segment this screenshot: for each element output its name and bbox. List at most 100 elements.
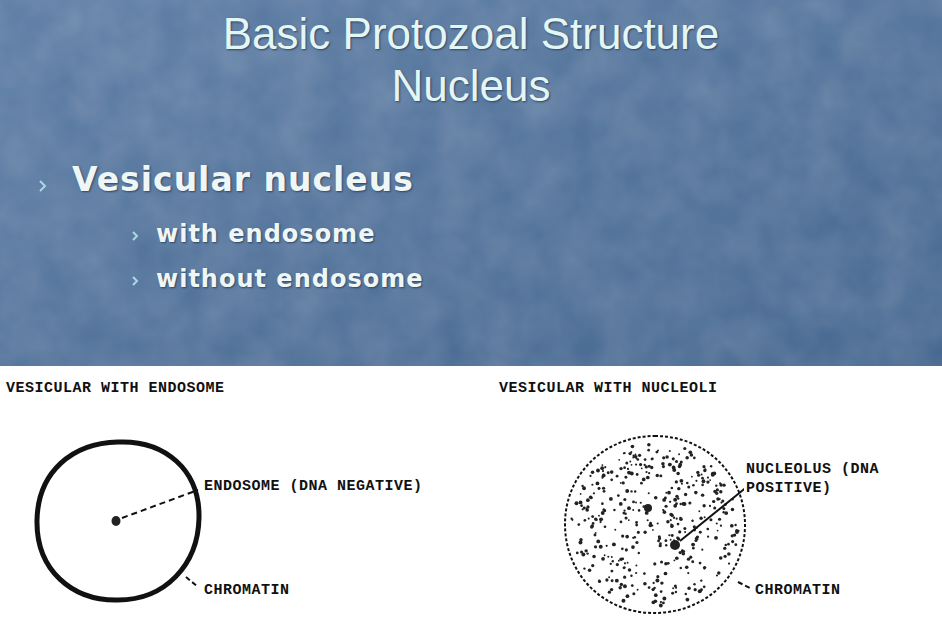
chromatin-granule: [579, 541, 583, 545]
endosome: [112, 516, 121, 526]
chromatin-granule: [648, 492, 650, 494]
chromatin-granule: [642, 478, 646, 482]
chromatin-granule: [647, 519, 649, 521]
chromatin-granule: [711, 473, 715, 477]
chromatin-granule: [709, 479, 711, 481]
chromatin-granule: [594, 517, 597, 520]
chromatin-granule: [704, 468, 706, 470]
chromatin-granule: [594, 545, 597, 548]
chromatin-granule: [711, 472, 715, 476]
chromatin-granule: [599, 545, 603, 549]
chromatin-granule: [627, 468, 629, 470]
chromatin-granule: [631, 445, 635, 449]
chromatin-granule: [672, 457, 675, 460]
chromatin-granule: [703, 566, 706, 569]
chromatin-granule: [585, 508, 587, 510]
chromatin-granule: [656, 474, 659, 477]
chromatin-granule: [610, 478, 613, 481]
chromatin-granule: [649, 522, 652, 525]
figure-heading: VESICULAR WITH NUCLEOLI: [497, 380, 720, 397]
chromatin-granule: [654, 496, 658, 500]
chromatin-granule: [718, 518, 721, 521]
chromatin-granule: [600, 466, 604, 470]
chromatin-granule: [679, 567, 682, 570]
chromatin-granule: [639, 463, 642, 466]
chromatin-granule: [635, 521, 638, 524]
chromatin-granule: [608, 576, 610, 578]
chromatin-granule: [701, 493, 704, 496]
chromatin-granule: [697, 474, 700, 477]
chromatin-granule: [713, 506, 716, 509]
chromatin-granule: [635, 572, 637, 574]
chromatin-granule: [624, 566, 626, 568]
chromatin-granule: [662, 465, 665, 468]
slide-texture: [0, 0, 942, 366]
sub-bullet-text: without endosome: [156, 265, 423, 293]
chromatin-granule: [638, 509, 641, 512]
chromatin-granule: [652, 600, 656, 604]
bullet-marker: [133, 277, 137, 285]
chromatin-granule: [647, 443, 651, 447]
chromatin-granule: [699, 517, 702, 520]
part-label: NUCLEOLUS (DNA POSITIVE): [744, 460, 938, 498]
chromatin-granule: [670, 525, 673, 528]
chromatin-granule: [662, 498, 666, 502]
chromatin-granule: [661, 462, 665, 466]
chromatin-granule: [621, 547, 624, 550]
chromatin-granule: [674, 584, 677, 587]
chromatin-granule: [616, 475, 619, 478]
chromatin-granule: [622, 512, 625, 515]
chromatin-granule: [604, 554, 606, 556]
chromatin-granule: [679, 517, 683, 521]
chromatin-granule: [623, 452, 625, 454]
chromatin-granule: [612, 560, 614, 562]
chromatin-granule: [659, 604, 663, 608]
chromatin-granule: [717, 530, 719, 532]
bullet-marker: [40, 181, 45, 191]
chromatin-granule: [602, 474, 604, 476]
chromatin-granule: [681, 483, 683, 485]
chromatin-granule: [596, 540, 600, 544]
chromatin-granule: [702, 479, 706, 483]
chromatin-granule: [678, 453, 680, 455]
chromatin-granule: [635, 463, 637, 465]
chromatin-granule: [694, 491, 698, 495]
chromatin-granule: [632, 592, 635, 595]
chromatin-granule: [723, 547, 726, 550]
chromatin-granule: [724, 555, 727, 558]
chromatin-granule: [619, 502, 623, 506]
chromatin-granule: [675, 556, 679, 560]
chromatin-granule: [608, 591, 611, 594]
chromatin-granule: [706, 528, 709, 531]
chromatin-granule: [684, 531, 686, 533]
chromatin-granule: [643, 572, 646, 575]
chromatin-granule: [684, 493, 687, 496]
chromatin-granule: [700, 579, 702, 581]
chromatin-granule: [655, 579, 659, 583]
chromatin-granule: [627, 506, 631, 510]
chromatin-granule: [675, 495, 678, 498]
chromatin-granule: [652, 529, 654, 531]
chromatin-granule: [688, 501, 691, 504]
chromatin-granule: [734, 543, 737, 546]
chromatin-granule: [699, 531, 702, 534]
chromatin-granule: [643, 531, 646, 534]
chromatin-granule: [580, 493, 582, 495]
chromatin-granule: [702, 465, 705, 468]
chromatin-granule: [621, 599, 625, 603]
chromatin-granule: [665, 455, 668, 458]
chromatin-granule: [689, 556, 692, 559]
chromatin-granule: [625, 535, 629, 539]
chromatin-granule: [688, 450, 692, 454]
chromatin-granule: [720, 524, 722, 526]
chromatin-granule: [664, 572, 668, 576]
chromatin-granule: [615, 579, 619, 583]
chromatin-granule: [698, 589, 702, 593]
chromatin-granule: [695, 537, 698, 540]
chromatin-granule: [676, 537, 679, 540]
chromatin-granule: [576, 552, 579, 555]
chromatin-granule: [668, 463, 672, 467]
chromatin-granule: [591, 564, 594, 567]
chromatin-granule: [646, 476, 650, 480]
bullet-text: Vesicular nucleus: [72, 160, 414, 199]
